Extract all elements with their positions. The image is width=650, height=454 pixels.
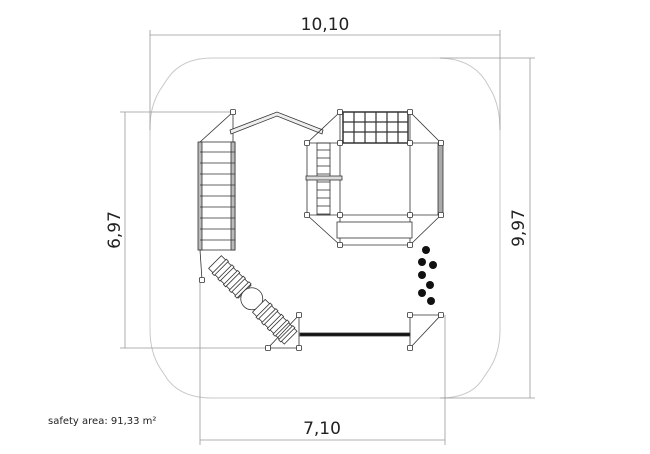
post [337,109,343,115]
post [304,212,310,218]
post [407,109,413,115]
post [438,140,444,146]
post [296,312,302,318]
climbing-net [343,112,408,143]
bottom-bridge [267,314,442,350]
width-dimension-label: 10,10 [301,15,350,35]
post [337,140,343,146]
dimension-right [440,57,535,399]
post [438,212,444,218]
tube-slide [208,255,298,345]
post [407,345,413,351]
post [337,212,343,218]
dimension-bottom [199,280,446,445]
post [265,345,271,351]
right-dimension-label: 9,97 [509,209,529,247]
post [337,242,343,248]
bottom-dimension-label: 7,10 [303,419,341,439]
post [230,109,236,115]
left-ladder [197,111,236,281]
post [304,140,310,146]
post [407,212,413,218]
post [407,242,413,248]
dimension-top [149,30,501,130]
post [407,312,413,318]
stepping-stones [418,246,437,305]
safety-area-label: safety area: 91,33 m² [48,416,157,427]
post [407,140,413,146]
post [438,312,444,318]
post [296,345,302,351]
roof-beam [229,111,324,135]
post [199,277,205,283]
right-tower [305,111,444,246]
left-dimension-label: 6,97 [105,211,125,249]
safety-area-outline [149,57,501,399]
dimension-left [120,111,268,349]
posts [199,109,444,351]
